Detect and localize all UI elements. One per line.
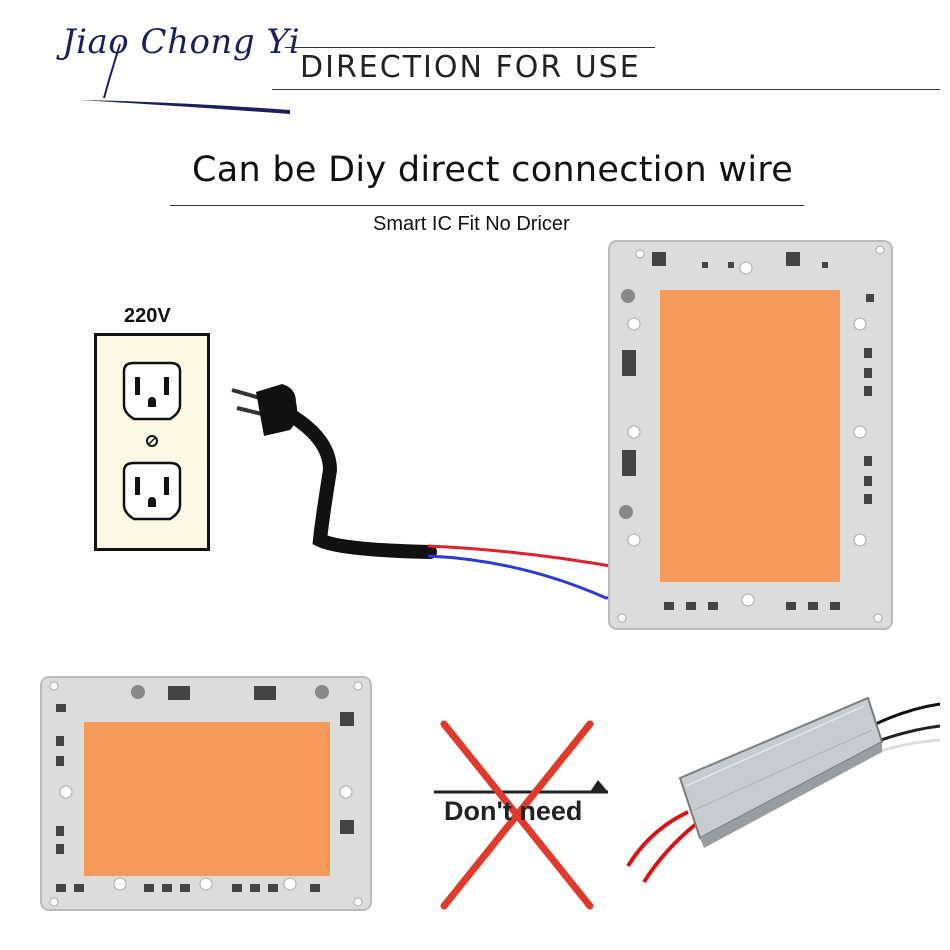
power-outlet-icon	[94, 333, 210, 551]
voltage-label: 220V	[124, 305, 171, 327]
brand-name: Jiao Chong Yi	[62, 22, 301, 62]
brand-swoosh-icon	[80, 43, 290, 114]
dont-need-label: Don't need	[444, 796, 583, 826]
brand-logo	[40, 18, 290, 114]
header-rule-bottom	[272, 89, 940, 90]
led-cob-chip	[608, 240, 893, 630]
power-plug-icon	[231, 384, 298, 436]
red-cross-icon	[434, 720, 608, 910]
led-cob-chip-secondary	[40, 676, 372, 911]
header-rule-top	[285, 47, 655, 48]
main-heading: Can be Diy direct connection wire	[192, 150, 794, 190]
heading-rule	[170, 205, 804, 206]
subheading: Smart IC Fit No Dricer	[373, 213, 570, 235]
led-driver-icon	[626, 696, 941, 884]
page-title: DIRECTION FOR USE	[300, 50, 641, 85]
